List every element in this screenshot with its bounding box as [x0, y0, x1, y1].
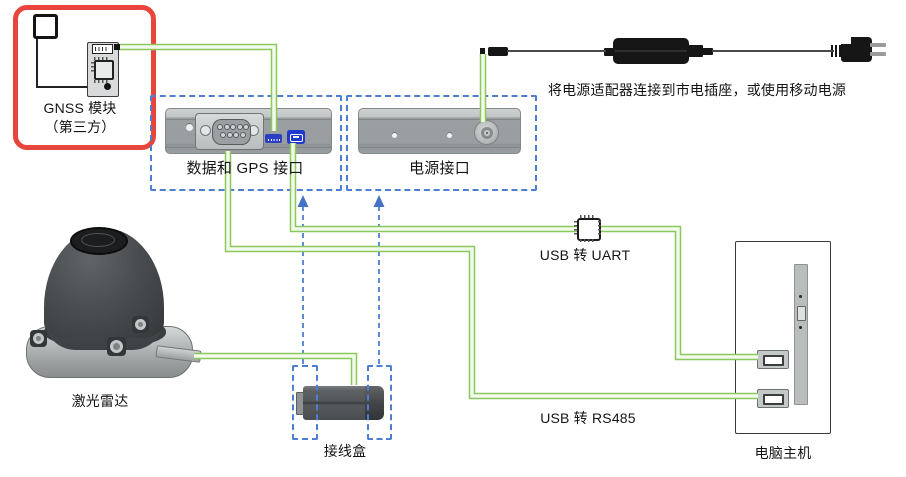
power-jack: [474, 120, 499, 145]
usb-uart-label: USB 转 UART: [539, 247, 631, 263]
lidar-top-ring: [81, 233, 115, 247]
antenna-wire: [36, 39, 38, 88]
gnss-label-line2: （第三方）: [44, 119, 116, 135]
drive-button: [797, 306, 806, 321]
wall-plug-notch: [841, 37, 851, 44]
usb-data-connector: [287, 130, 305, 144]
chip-pins: [580, 239, 596, 242]
chip-pins: [94, 80, 110, 83]
panel-screw-hole: [186, 124, 193, 131]
panel-hole: [392, 133, 397, 138]
bolt-icon: [30, 330, 47, 347]
device-panel-data-gps: [165, 108, 332, 154]
lidar-label: 激光雷达: [71, 393, 129, 409]
db9-connector: [195, 113, 264, 150]
gnss-label-line1: GNSS 模块: [43, 100, 117, 116]
adapter-outlet-small: [702, 48, 713, 55]
device-panel-power: [358, 108, 521, 154]
adapter-inlet: [604, 48, 615, 56]
gnss-chip-icon: [94, 60, 114, 80]
junction-left-outline: [292, 365, 318, 440]
dc-barrel-connector: [488, 47, 508, 56]
panel-hole: [447, 133, 452, 138]
gps-terminal-connector: [265, 134, 282, 143]
optical-drive: [794, 264, 808, 405]
plug-prong: [870, 52, 886, 56]
cable-lidar-to-junction: [194, 352, 358, 385]
bolt-icon: [107, 337, 126, 356]
junction-right-outline: [367, 365, 392, 440]
power-cable-tip: [480, 48, 485, 55]
plug-strain-relief: [831, 45, 841, 57]
cable-connector-stub: [114, 44, 120, 50]
bolt-icon: [132, 316, 149, 333]
usb-port-2: [757, 389, 789, 408]
wire-terminal-dot: [104, 83, 111, 90]
chip-pins: [580, 215, 596, 218]
antenna-wire: [36, 86, 108, 88]
computer-label: 电脑主机: [754, 445, 812, 461]
chip-pins: [91, 62, 94, 74]
up-arrow-icon: [297, 195, 309, 207]
chip-pins: [94, 57, 110, 60]
usb-rs485-label: USB 转 RS485: [540, 410, 636, 426]
computer-tower: [735, 241, 831, 434]
chip-pins: [598, 221, 601, 235]
pin-header-icon: [92, 44, 113, 54]
power-port-label: 电源接口: [409, 160, 470, 177]
usb-port-1: [757, 350, 789, 369]
gnss-antenna-icon: [33, 14, 58, 39]
junction-box-label: 接线盒: [323, 443, 367, 459]
reference-dashed-lines: [297, 195, 385, 365]
power-note: 将电源适配器连接到市电插座，或使用移动电源: [547, 82, 847, 98]
plug-prong: [870, 43, 886, 47]
chip-pins: [574, 221, 577, 235]
data-gps-port-label: 数据和 GPS 接口: [186, 160, 304, 177]
adapter-outlet: [687, 45, 703, 57]
power-adapter-brick: [613, 38, 689, 64]
up-arrow-icon: [373, 195, 385, 207]
